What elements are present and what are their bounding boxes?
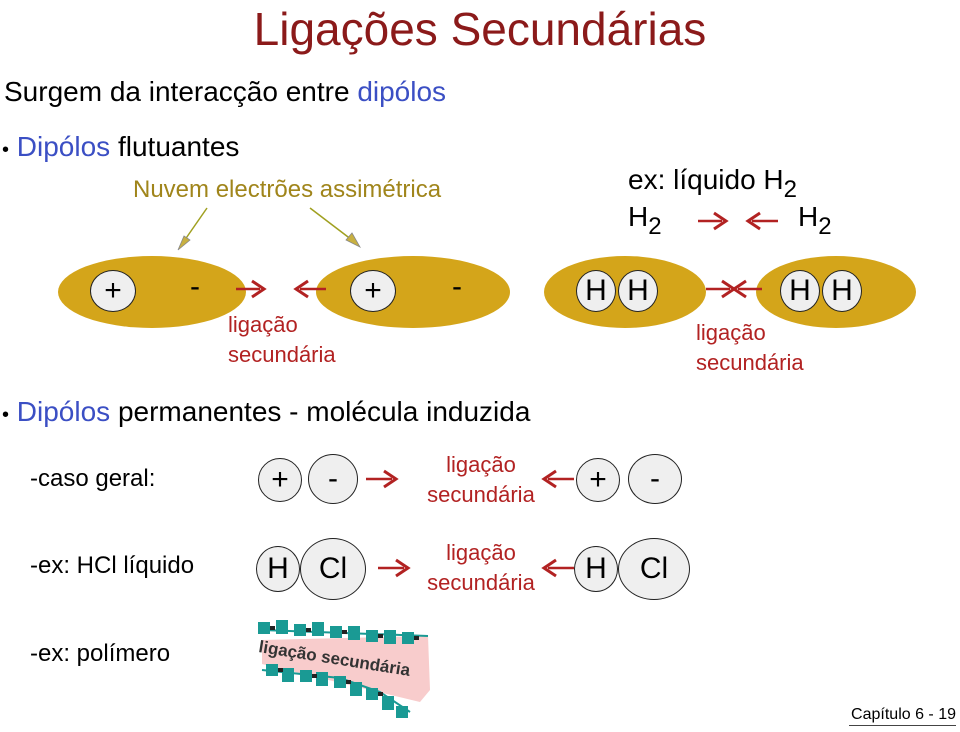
minus-sign: - (452, 270, 462, 303)
intro-text: Surgem da interacção entre (4, 76, 358, 107)
hydrogen-atom: H (574, 546, 618, 592)
plus-circle: + (90, 270, 136, 312)
connector-dot (278, 668, 283, 672)
bond-label: ligação secundária (427, 540, 535, 595)
chlorine-atom: Cl (300, 538, 366, 600)
arrow-left-head (541, 469, 557, 489)
polymer-unit (348, 626, 360, 640)
polymer-connectors (270, 626, 419, 696)
plus-circle: + (576, 458, 620, 502)
arrow-left-head (293, 279, 309, 299)
hydrogen-atom: H (256, 546, 300, 592)
bond-label: ligação secundária (427, 452, 535, 507)
polymer-unit (316, 672, 328, 686)
polymer-unit (334, 676, 346, 688)
h2-left-sub: 2 (648, 213, 662, 240)
case-polymer-label: -ex: polímero (30, 640, 171, 667)
connector-dot (378, 692, 383, 696)
hydrogen-atom: H (576, 270, 616, 312)
polymer-unit (312, 622, 324, 636)
dipole-ellipse-right (316, 256, 510, 328)
hydrogen-atom: H (780, 270, 820, 312)
minus-sign: - (190, 270, 200, 303)
intro-line: Surgem da interacção entre dipólos (4, 76, 446, 108)
section-dipolos-flutuantes: • Dipólos flutuantes (2, 131, 239, 163)
polymer-unit (402, 632, 414, 644)
h2-right-atom: H (798, 201, 819, 232)
cloud-pointer-right-head (345, 232, 362, 248)
arrow-left-head (745, 211, 761, 231)
h2-left-formula: H2 (628, 201, 662, 240)
connector-dot (346, 680, 351, 684)
section2-highlight: Dipólos (16, 396, 111, 427)
polymer-chain-lower-units (266, 664, 408, 718)
polymer-unit (266, 664, 278, 676)
example-h2-text: ex: líquido H (628, 164, 784, 195)
cloud-pointer-left-head (177, 235, 191, 251)
polymer-unit (366, 688, 378, 700)
example-h2-label: ex: líquido H2 (628, 164, 797, 203)
bond-label: ligação secundária (228, 312, 336, 367)
polymer-unit (276, 620, 288, 634)
connector-dot (414, 636, 419, 640)
arrow-right-head (251, 279, 267, 299)
cloud-label: Nuvem electrões assimétrica (133, 176, 442, 203)
section1-text: flutuantes (110, 131, 240, 162)
dipole-ellipse-left (58, 256, 246, 328)
connector-dot (270, 626, 275, 630)
arrow-left-head (731, 279, 747, 299)
arrow-right-head (713, 211, 729, 231)
case-general-label: -caso geral: (30, 465, 156, 492)
cloud-pointer-right (309, 207, 353, 241)
h2-right-sub: 2 (818, 213, 832, 240)
plus-circle: + (258, 458, 302, 502)
connector-dot (378, 634, 383, 638)
h2-left-atom: H (628, 201, 649, 232)
polymer-unit (258, 622, 270, 634)
bond-label: ligação secundária (696, 320, 804, 375)
polymer-unit (350, 682, 362, 696)
chlorine-atom: Cl (618, 538, 690, 600)
polymer-unit (396, 706, 408, 718)
polymer-unit (366, 630, 378, 642)
bullet: • (2, 404, 10, 426)
polymer-chain-upper-units (258, 620, 414, 644)
page-title: Ligações Secundárias (253, 3, 707, 55)
case-hcl-label: -ex: HCl líquido (30, 552, 195, 579)
hydrogen-atom: H (822, 270, 862, 312)
connector-dot (312, 674, 317, 678)
bullet: • (2, 139, 10, 161)
section1-highlight: Dipólos (16, 131, 111, 162)
arrow-right-head (383, 469, 399, 489)
section2-text: permanentes - molécula induzida (110, 396, 531, 427)
polymer-unit (384, 630, 396, 644)
polymer-bond-band (262, 636, 430, 702)
plus-circle: + (350, 270, 396, 312)
minus-circle: - (628, 454, 682, 504)
h2-right-formula: H2 (798, 201, 832, 240)
section-dipolos-permanentes: • Dipólos permanentes - molécula induzid… (2, 396, 530, 428)
slide-footer: Capítulo 6 - 19 (849, 706, 956, 726)
hydrogen-atom: H (618, 270, 658, 312)
minus-circle: - (308, 454, 358, 504)
polymer-unit (282, 668, 294, 682)
example-h2-sub: 2 (783, 176, 797, 203)
polymer-unit (330, 626, 342, 638)
polymer-unit (294, 624, 306, 636)
connector-dot (306, 628, 311, 632)
connector-dot (342, 630, 347, 634)
polymer-unit (300, 670, 312, 682)
intro-highlight: dipólos (357, 76, 447, 107)
arrow-left-head (541, 558, 557, 578)
arrow-right-head (395, 558, 411, 578)
polymer-unit (382, 696, 394, 710)
